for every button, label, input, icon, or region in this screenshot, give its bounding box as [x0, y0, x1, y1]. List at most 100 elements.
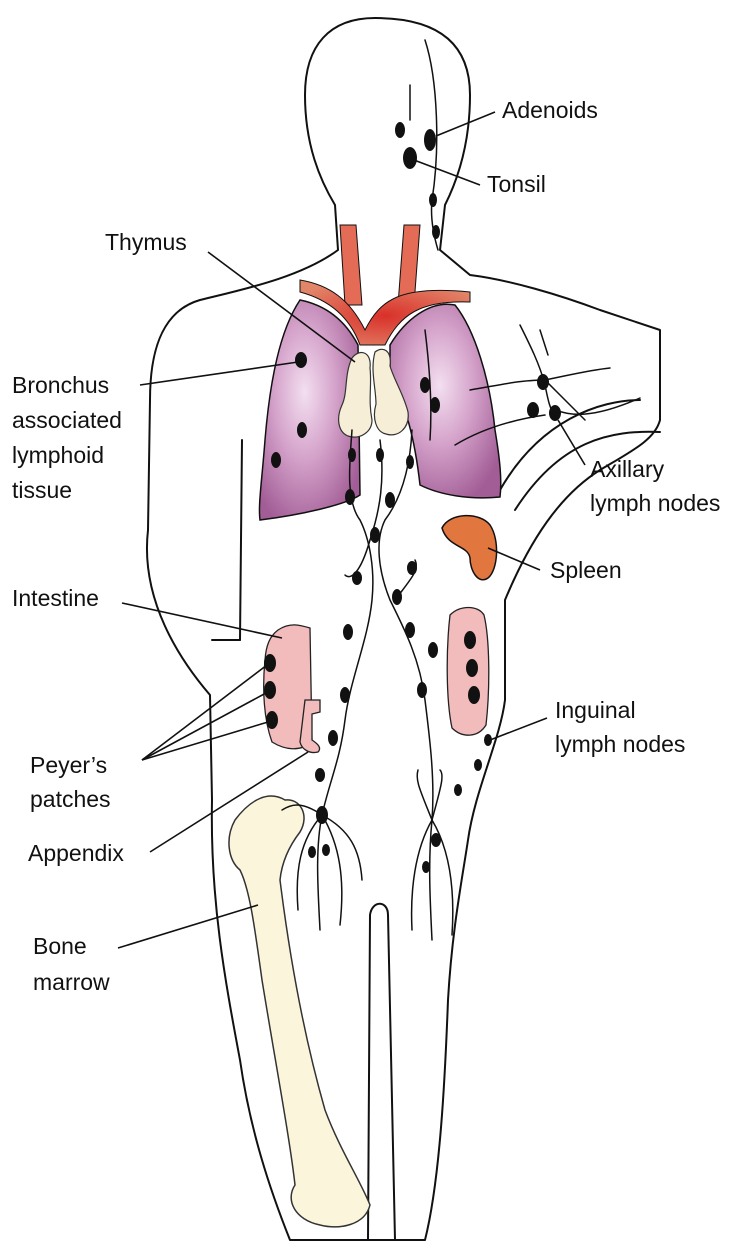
thymus-organ	[338, 348, 409, 438]
chest-node-5	[406, 455, 414, 469]
leader-adenoids	[435, 111, 496, 137]
label-bronchus-line2: associated	[12, 407, 122, 433]
thymus-left-lobe	[338, 351, 373, 438]
chest-node-8	[370, 527, 380, 543]
inguinal-node-2	[474, 759, 482, 771]
abd-node-2	[343, 624, 353, 640]
leg-vessel-left-4	[321, 814, 363, 881]
label-adenoids: Adenoids	[502, 97, 598, 123]
abd-node-7	[328, 730, 338, 746]
abd-node-6	[417, 682, 427, 698]
leader-peyers-3	[141, 721, 269, 761]
leg-vessel-right-4	[431, 769, 443, 821]
balt-node-2	[297, 422, 307, 438]
abd-node-5	[340, 687, 350, 703]
balt-node-1	[295, 352, 307, 368]
peyers-node-2	[264, 681, 276, 699]
peyers-node-1	[264, 654, 276, 672]
label-axillary-line2: lymph nodes	[590, 490, 720, 516]
leader-intestine	[121, 602, 283, 639]
great-vessels	[299, 279, 471, 346]
left-arm-line	[239, 439, 243, 641]
abd-node-3	[405, 622, 415, 638]
labels: Adenoids Tonsil Thymus Bronchus associat…	[12, 97, 720, 995]
thoracic-trunk-right	[378, 429, 434, 821]
spleen-organ	[441, 514, 498, 581]
inguinal-node-3	[454, 784, 462, 796]
leg-vessel-left-3	[321, 814, 343, 926]
leg-node-left-2	[308, 846, 316, 858]
chest-node-7	[385, 492, 395, 508]
body-outline	[145, 17, 661, 1241]
axillary-node-1	[537, 374, 549, 390]
balt-node-3	[271, 452, 281, 468]
leader-appendix	[149, 751, 309, 853]
axillary-vessel-2	[519, 324, 556, 416]
chest-node-2	[430, 397, 440, 413]
leader-peyers-2	[141, 692, 267, 761]
tonsil-node	[403, 147, 417, 169]
label-peyers-line1: Peyer’s	[30, 752, 107, 778]
chest-node-6	[345, 489, 355, 505]
abd-node-1	[392, 589, 402, 605]
label-bronchus-line1: Bronchus	[12, 372, 109, 398]
label-peyers-line2: patches	[30, 786, 111, 812]
leg-vessel-right-3	[410, 819, 433, 931]
axillary-node-3	[549, 405, 561, 421]
label-intestine: Intestine	[12, 585, 99, 611]
leader-spleen	[487, 547, 541, 571]
neck-node-2	[432, 225, 440, 239]
label-bronchus-line3: lymphoid	[12, 442, 104, 468]
bone-marrow-femur	[228, 795, 371, 1228]
label-thymus: Thymus	[105, 229, 187, 255]
leader-inguinal	[489, 717, 548, 741]
label-inguinal-line2: lymph nodes	[555, 731, 685, 757]
neck-node-1	[429, 193, 437, 207]
intestines	[263, 606, 490, 754]
chest-node-10	[407, 561, 417, 575]
leader-tonsil	[413, 159, 481, 186]
appendix-organ	[299, 699, 321, 754]
intestine-node-r3	[468, 686, 480, 704]
right-lung	[389, 303, 502, 499]
axillary-vessel-4	[539, 329, 549, 356]
peyers-node-3	[266, 711, 278, 729]
label-bone-line1: Bone	[33, 933, 87, 959]
neck-vessels	[299, 224, 471, 346]
left-jugular	[339, 224, 363, 306]
leader-axillary	[557, 419, 586, 466]
left-lung	[258, 299, 361, 521]
intestine-node-r1	[464, 631, 476, 649]
chest-node-3	[348, 448, 356, 462]
abd-node-4	[428, 642, 438, 658]
leader-peyers-1	[141, 664, 268, 761]
chest-node-4	[376, 448, 384, 462]
thymus-right-lobe	[372, 348, 409, 436]
leader-lines	[117, 111, 586, 949]
adenoid-node	[424, 129, 436, 151]
chest-node-9	[352, 571, 362, 585]
chest-node-1	[420, 377, 430, 393]
inguinal-node-4	[431, 833, 441, 847]
label-spleen: Spleen	[550, 557, 622, 583]
right-arm-line-2	[514, 430, 661, 511]
abd-node-8	[315, 768, 325, 782]
right-arm-line	[499, 399, 641, 491]
leg-vessel-right-1	[428, 819, 433, 941]
leader-bone	[117, 904, 259, 949]
adenoid-node-2	[395, 122, 405, 138]
leg-node-left-3	[322, 844, 330, 856]
leg-vessel-left-2	[296, 814, 323, 911]
lung-vessel-1	[424, 329, 432, 441]
leg-gap	[367, 902, 396, 1241]
label-bone-line2: marrow	[33, 969, 110, 995]
leg-vessel-left-1	[316, 814, 323, 931]
leg-vessel-right-5	[416, 769, 433, 821]
label-inguinal-line1: Inguinal	[555, 697, 636, 723]
inguinal-node-1	[484, 734, 492, 746]
leg-node-left-1	[316, 806, 328, 824]
label-bronchus-line4: tissue	[12, 477, 72, 503]
leader-thymus	[207, 251, 356, 363]
label-axillary-line1: Axillary	[590, 456, 665, 482]
